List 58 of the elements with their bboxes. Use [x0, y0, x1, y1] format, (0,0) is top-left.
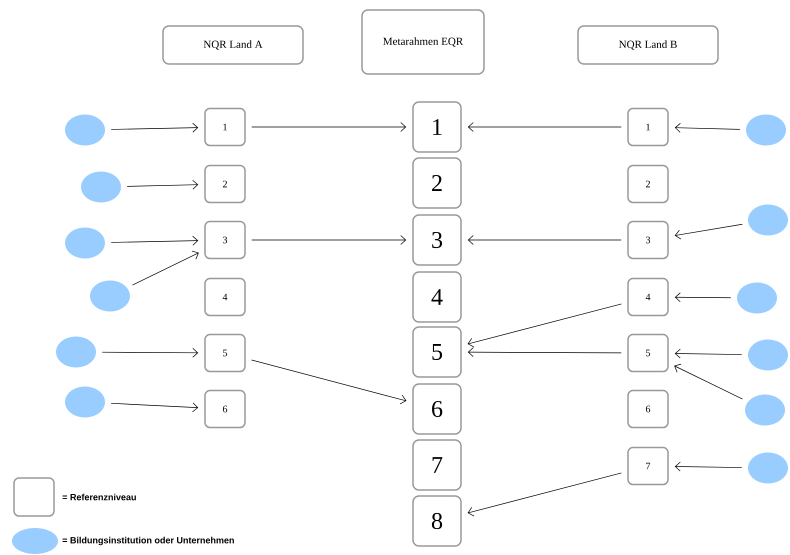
arrow [132, 250, 199, 286]
level-box: 1 [412, 101, 462, 153]
framework-box: Metarahmen EQR [361, 9, 485, 75]
arrow [468, 235, 622, 245]
level-box: 6 [627, 390, 669, 428]
arrow [468, 122, 622, 132]
level-box: 1 [627, 108, 669, 146]
level-box: 5 [204, 334, 246, 372]
arrow [468, 347, 622, 358]
level-box: 2 [627, 164, 669, 204]
institution-ellipse [737, 282, 777, 314]
level-box: 4 [627, 278, 669, 316]
institution-ellipse [748, 452, 788, 484]
level-box: 6 [412, 383, 462, 435]
level-box: 6 [204, 390, 246, 428]
arrow [251, 235, 406, 245]
level-box: 7 [412, 439, 462, 491]
level-box: 8 [412, 495, 462, 547]
level-box: 5 [627, 334, 669, 372]
arrow [468, 304, 622, 348]
arrow [674, 292, 732, 302]
legend-text: = Bildungsinstitution oder Unternehmen [62, 536, 234, 546]
arrow [110, 236, 198, 246]
arrow [251, 122, 406, 132]
arrow [126, 180, 198, 190]
level-box: 3 [204, 220, 246, 260]
level-box: 2 [204, 164, 246, 204]
arrow [674, 348, 742, 358]
institution-ellipse [746, 114, 786, 146]
arrow [674, 122, 740, 133]
arrow [110, 402, 198, 412]
framework-box: NQR Land B [577, 25, 719, 65]
level-box: 2 [412, 157, 462, 209]
level-box: 3 [412, 214, 462, 266]
framework-box: NQR Land A [162, 25, 304, 65]
arrow [110, 122, 198, 133]
institution-ellipse [65, 228, 105, 258]
institution-ellipse [748, 204, 788, 236]
institution-ellipse [65, 386, 105, 418]
institution-ellipse [90, 280, 130, 312]
arrow [674, 224, 743, 240]
institution-ellipse [65, 114, 105, 146]
level-box: 7 [627, 446, 669, 486]
legend-text: = Referenzniveau [62, 494, 136, 500]
arrow [674, 462, 742, 472]
level-box: 4 [412, 271, 462, 323]
institution-ellipse [56, 336, 96, 368]
institution-ellipse [745, 394, 785, 426]
level-box: 3 [627, 220, 669, 260]
arrow [674, 364, 743, 400]
level-box: 5 [412, 326, 462, 378]
institution-ellipse [748, 340, 788, 370]
institution-ellipse [81, 172, 121, 202]
arrow [251, 360, 406, 404]
arrow [468, 472, 622, 516]
level-box: 4 [204, 278, 246, 316]
arrow [102, 348, 198, 358]
level-box: 1 [204, 108, 246, 146]
